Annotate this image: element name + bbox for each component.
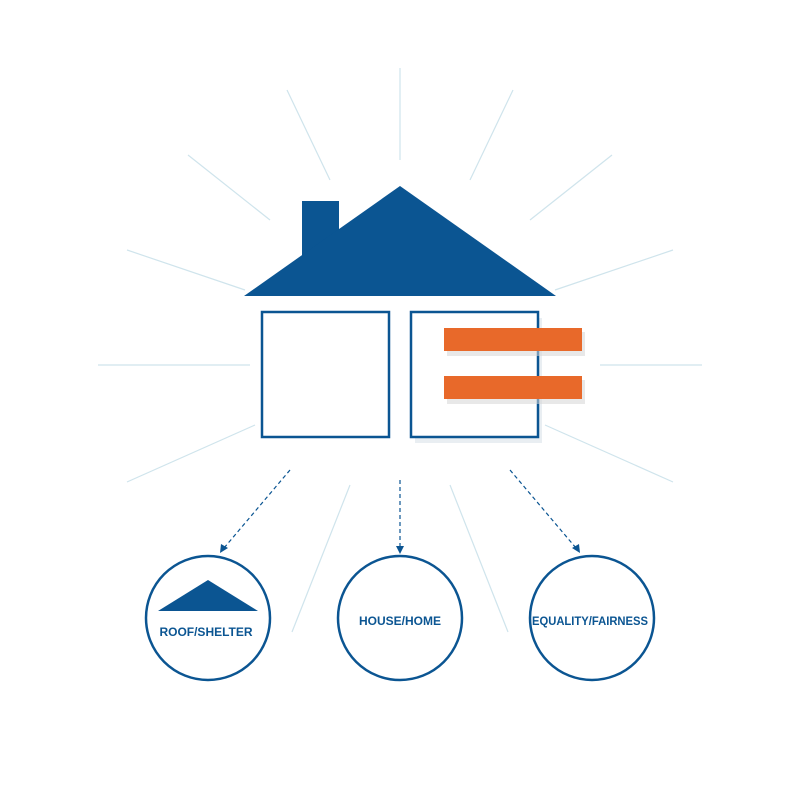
roof-triangle-icon	[158, 580, 258, 611]
concept-label: ROOF/SHELTER	[159, 625, 252, 639]
house-roof-icon	[244, 186, 556, 296]
concept-circle	[144, 554, 272, 682]
ray	[187, 154, 271, 221]
connectors	[220, 469, 580, 554]
concept-equality-fairness: EQUALITY/FAIRNESS	[528, 554, 656, 682]
ray	[529, 154, 613, 221]
ray	[286, 89, 331, 181]
left-square-icon	[260, 310, 391, 439]
ray	[126, 249, 246, 291]
concept-roof-shelter: ROOF/SHELTER	[144, 554, 272, 682]
house-icon	[244, 186, 585, 443]
connector-dashed	[223, 469, 291, 549]
equals-sign-icon	[444, 328, 585, 404]
concept-circle	[528, 554, 656, 682]
ray	[469, 89, 514, 181]
concept-house-home: HOUSE/HOME	[336, 554, 464, 682]
ray	[126, 424, 256, 483]
concept-label: HOUSE/HOME	[359, 614, 441, 628]
equals-bar-bottom	[444, 376, 582, 399]
ray	[449, 484, 509, 633]
equals-bar-top	[444, 328, 582, 351]
arrowhead-icon	[220, 544, 228, 553]
ray	[554, 249, 674, 291]
concept-circle	[336, 554, 464, 682]
concept-label: EQUALITY/FAIRNESS	[532, 614, 648, 628]
connector-dashed	[509, 469, 577, 549]
arrowhead-icon	[396, 546, 404, 554]
arrowhead-icon	[572, 544, 580, 553]
ray	[291, 484, 351, 633]
background-rays	[98, 68, 702, 633]
ray	[544, 424, 674, 483]
